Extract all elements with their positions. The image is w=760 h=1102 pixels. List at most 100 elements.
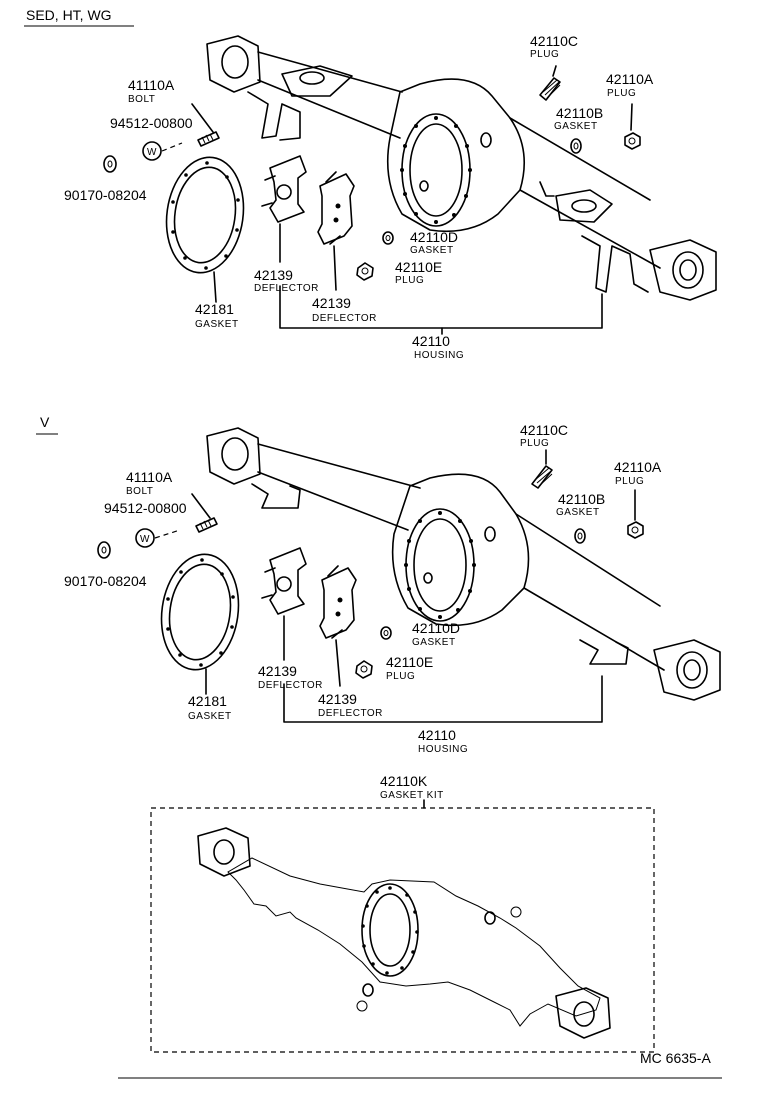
right-tube-tab [539, 181, 555, 197]
label-42110d-desc: GASKET [410, 245, 454, 256]
label-42110-desc: HOUSING [414, 350, 464, 361]
label-42110e-desc: PLUG [395, 275, 424, 286]
label-42110-desc: HOUSING [418, 744, 468, 755]
gasket-42110d-icon [382, 231, 394, 245]
right-axle-tube [509, 117, 661, 269]
label-42110c-desc: PLUG [530, 49, 559, 60]
label-42139-b-desc: DEFLECTOR [318, 708, 383, 719]
kit-left-flange-gasket [197, 827, 251, 877]
label-42110a-desc: PLUG [615, 476, 644, 487]
label-42181-desc: GASKET [195, 319, 239, 330]
label-90170-number: 90170-08204 [64, 573, 147, 589]
deflector-42139-b-icon [317, 171, 355, 291]
carrier-opening-rim [405, 508, 475, 622]
label-42110d-number: 42110D [412, 620, 460, 636]
left-spring-seat [281, 65, 353, 97]
differential-carrier-housing [391, 473, 530, 627]
drain-plug-boss [423, 572, 433, 584]
carrier-opening-rim [401, 113, 471, 227]
kit-gasket-holes [361, 886, 419, 975]
nut-90170-icon [103, 155, 117, 173]
washer-94512-icon: W [135, 528, 181, 548]
left-axle-tube [257, 51, 403, 139]
label-42110b-desc: GASKET [554, 121, 598, 132]
label-94512-number: 94512-00800 [110, 115, 193, 131]
section-sed-ht-wg: SED, HT, WG [24, 7, 717, 361]
label-42181-number: 42181 [188, 693, 227, 709]
deflector-42139-a-icon [261, 547, 307, 661]
fill-plug-boss [480, 132, 492, 148]
bolt-41110a-icon [191, 103, 220, 147]
gasket-kit-dashed-box [150, 807, 655, 1053]
right-spring-pad [579, 639, 629, 665]
label-42139-a-desc: DEFLECTOR [258, 680, 323, 691]
kit-housing-outline [197, 827, 611, 1039]
svg-text:W: W [140, 534, 150, 545]
fill-plug-boss [484, 526, 496, 542]
axle-housing-illustration [206, 35, 717, 301]
right-spring-seat [555, 189, 613, 223]
label-42110e-number: 42110E [395, 259, 442, 275]
washer-94512-icon: W [142, 141, 183, 161]
housing-bracket-line [283, 675, 603, 723]
bolt-41110a-icon [191, 493, 218, 533]
carrier-opening [409, 123, 463, 217]
label-42181-number: 42181 [195, 301, 234, 317]
kit-left-flange-bore [213, 839, 235, 865]
left-flange-bore [221, 45, 249, 79]
label-42110k-desc: GASKET KIT [380, 790, 444, 801]
diagram-code: MC 6635-A [640, 1050, 711, 1066]
right-bracket [581, 235, 649, 293]
label-42110e-number: 42110E [386, 654, 433, 670]
plug-42110c-icon [531, 449, 553, 489]
label-42110e-desc: PLUG [386, 671, 415, 682]
plug-42110e-icon [356, 262, 374, 281]
plug-42110a-icon [624, 103, 641, 150]
label-42110a-desc: PLUG [607, 88, 636, 99]
label-42110c-number: 42110C [530, 33, 578, 49]
right-flange-inner [683, 659, 701, 681]
right-axle-flange [653, 639, 721, 701]
label-42110a-number: 42110A [614, 459, 662, 475]
kit-carrier-gasket [361, 883, 419, 977]
drain-plug-boss [419, 180, 429, 192]
left-spring-seat-hole [299, 71, 325, 85]
label-42139-b-desc: DEFLECTOR [312, 313, 377, 324]
label-41110a-desc: BOLT [126, 486, 153, 497]
label-42139-a-desc: DEFLECTOR [254, 283, 319, 294]
deflector-42139-a-icon [261, 155, 307, 263]
kit-right-flange-bore [573, 1001, 595, 1027]
label-42110d-desc: GASKET [412, 637, 456, 648]
right-axle-flange [649, 239, 717, 301]
right-flange-inner [679, 259, 697, 281]
label-42110c-desc: PLUG [520, 438, 549, 449]
plug-42110c-icon [539, 65, 561, 101]
label-41110a-number: 41110A [128, 77, 175, 93]
kit-small-gasket-2 [510, 906, 522, 918]
nut-90170-icon [97, 541, 111, 559]
label-42139-b-number: 42139 [318, 691, 357, 707]
left-spring-pad [251, 483, 301, 509]
label-94512-number: 94512-00800 [104, 500, 187, 516]
gasket-42110d-icon [380, 626, 392, 640]
label-42110c-number: 42110C [520, 422, 568, 438]
label-41110a-desc: BOLT [128, 94, 155, 105]
deflector-42139-b-icon [319, 565, 357, 687]
carrier-opening [413, 518, 467, 612]
label-42110k-number: 42110K [380, 773, 428, 789]
section-title-sed-ht-wg: SED, HT, WG [26, 7, 112, 23]
section-gasket-kit: 42110K GASKET KIT [150, 773, 655, 1053]
housing-bracket-line [279, 285, 603, 329]
carrier-stud-holes [400, 116, 472, 224]
left-flange-bore [221, 437, 249, 471]
label-42110b-number: 42110B [558, 491, 605, 507]
left-axle-flange [206, 35, 261, 93]
label-42139-a-number: 42139 [254, 267, 293, 283]
label-42139-a-number: 42139 [258, 663, 297, 679]
label-42110d-number: 42110D [410, 229, 458, 245]
main-gasket-42181-icon [165, 156, 245, 303]
label-42110-number: 42110 [412, 333, 450, 349]
right-axle-tube [515, 513, 665, 671]
gasket-42110b-icon [570, 138, 582, 154]
